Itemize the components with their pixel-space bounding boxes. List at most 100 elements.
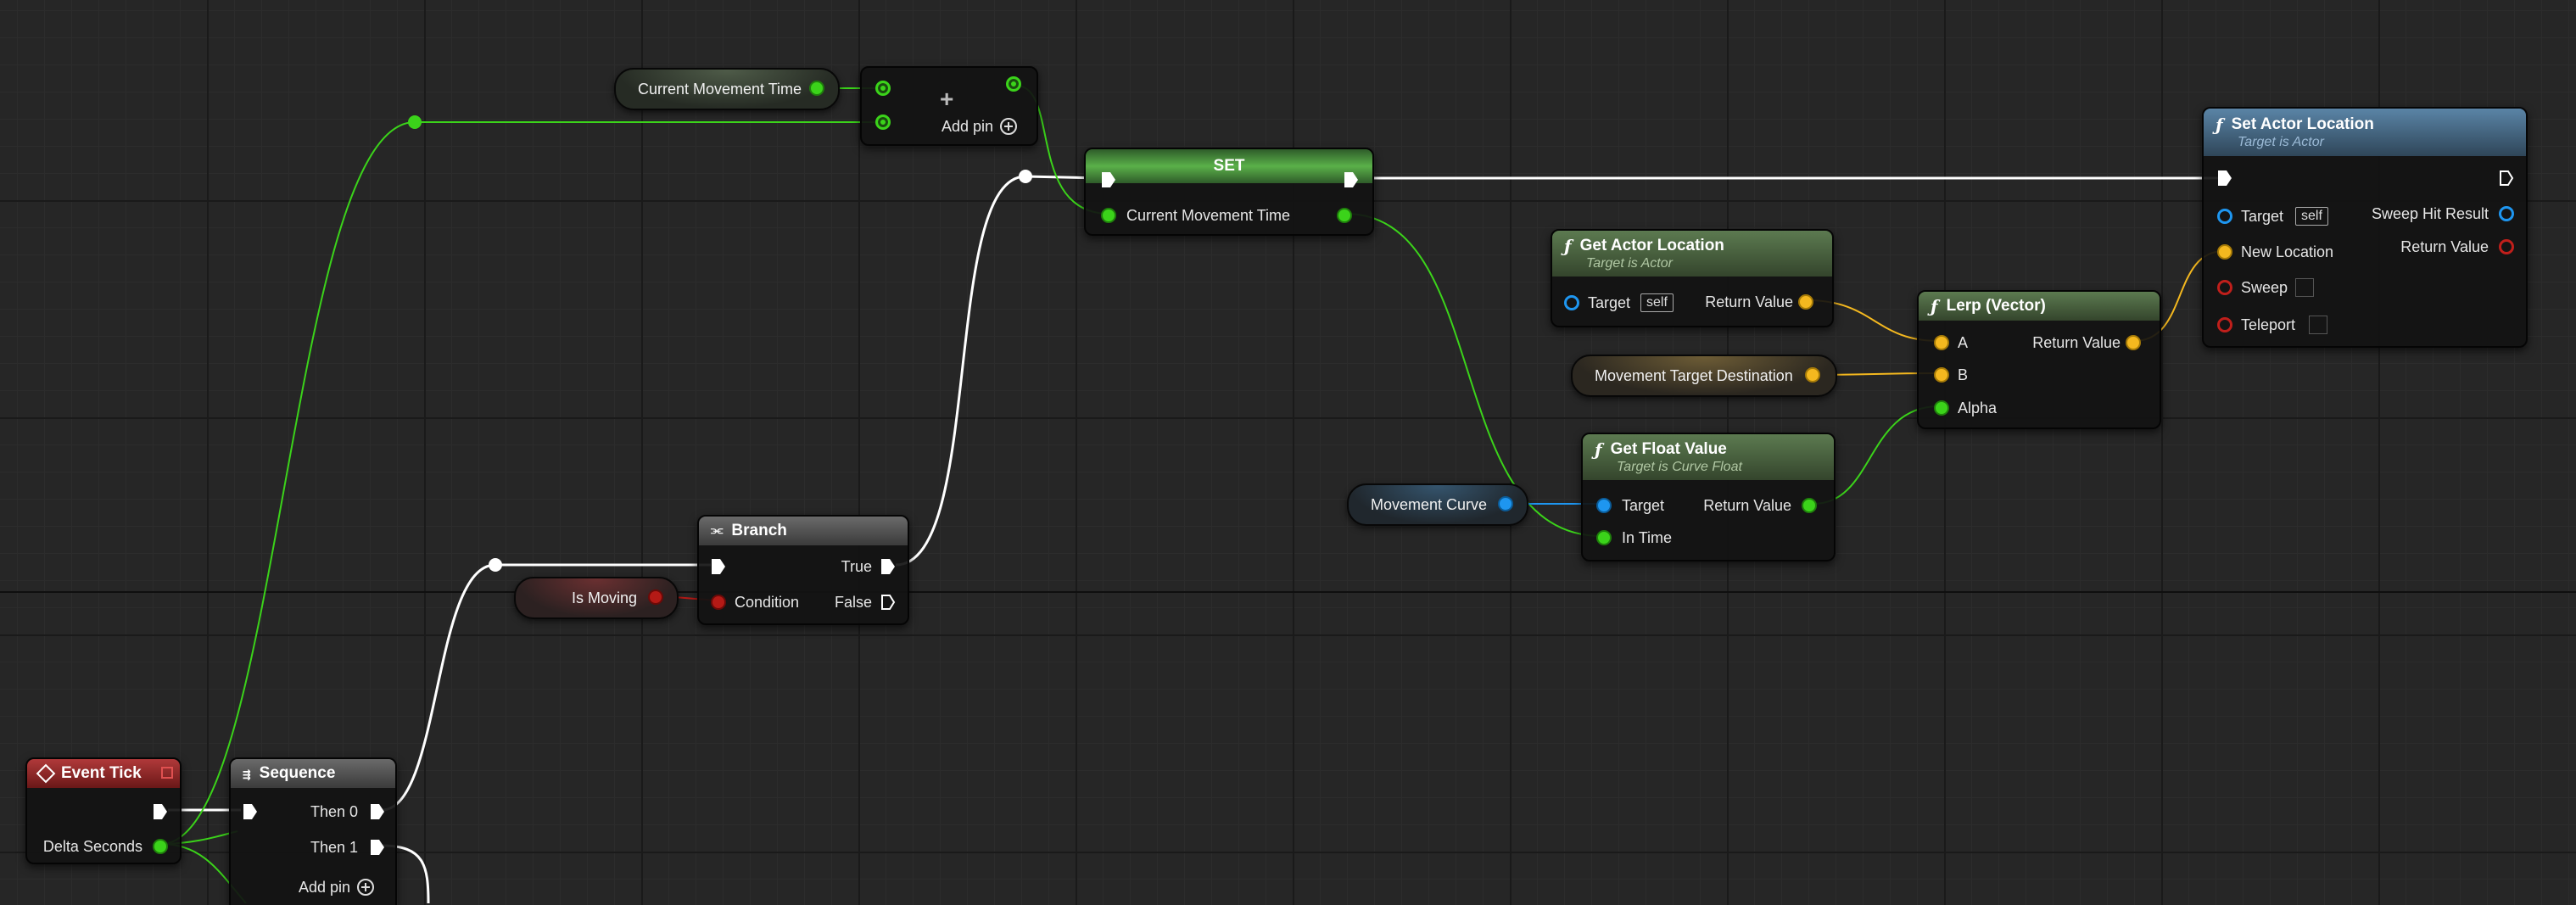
self-default-value[interactable]: self [1640,293,1674,312]
event-delegate-icon[interactable] [161,767,173,779]
set-value-label: Current Movement Time [1126,207,1291,224]
add-operator-icon: + [940,86,954,112]
self-default-value[interactable]: self [2295,207,2328,226]
sweep-hit-result-pin[interactable] [2499,206,2514,221]
sweep-checkbox[interactable] [2295,278,2314,297]
add-output-pin[interactable] [1006,76,1021,92]
set-exec-in-pin[interactable] [1101,171,1116,188]
set-actor-location-target-pin[interactable] [2217,209,2232,224]
sequence-icon: ⇶ [243,765,251,782]
set-variable-node[interactable]: SET Current Movement Time [1084,148,1374,236]
lerp-a-pin[interactable] [1934,335,1949,350]
target-label: Target [1588,294,1631,311]
add-node-add-pin-label: Add pin [942,118,994,135]
function-icon: ƒ [1564,236,1572,256]
lerp-alpha-label: Alpha [1958,399,1998,416]
teleport-checkbox[interactable] [2309,316,2327,334]
is-moving-variable-node[interactable]: Is Moving [514,577,679,619]
lerp-return-pin[interactable] [2126,335,2141,350]
new-location-pin[interactable] [2217,244,2232,260]
then1-pin[interactable] [370,839,385,856]
sweep-label: Sweep [2241,279,2288,296]
get-float-value-subtitle: Target is Curve Float [1617,460,1742,474]
return-value-label: Return Value [1703,497,1791,514]
in-time-label: In Time [1622,529,1673,546]
is-moving-label: Is Moving [572,589,638,606]
exec-out-pin[interactable] [153,803,168,820]
then0-pin[interactable] [370,803,385,820]
return-value-label: Return Value [2400,238,2489,255]
movement-target-destination-out-pin[interactable] [1805,367,1820,383]
wire-then0-to-reroute [381,563,496,812]
current-movement-time-out-pin[interactable] [809,81,824,96]
branch-exec-in-pin[interactable] [711,558,726,575]
set-actor-location-node[interactable]: ƒ Set Actor Location Target is Actor Tar… [2202,107,2528,348]
reroute-node-exec-2[interactable] [1019,170,1032,183]
set-header: SET [1086,149,1372,183]
lerp-b-label: B [1958,366,1969,383]
set-actor-location-exec-out-pin[interactable] [2499,170,2514,187]
teleport-label: Teleport [2241,316,2296,333]
then1-label: Then 1 [310,839,358,856]
reroute-node-exec-1[interactable] [489,558,502,572]
event-tick-node[interactable]: Event Tick Delta Seconds [25,757,182,864]
movement-curve-out-pin[interactable] [1498,496,1513,511]
lerp-b-pin[interactable] [1934,367,1949,383]
condition-pin[interactable] [711,595,726,610]
reroute-node-float[interactable] [408,115,422,129]
sweep-hit-result-label: Sweep Hit Result [2371,205,2489,222]
lerp-alpha-pin[interactable] [1934,400,1949,416]
get-float-value-header: ƒ Get Float Value Target is Curve Float [1583,434,1834,480]
add-pin-icon [357,879,375,896]
graph-origin-line [0,591,2576,593]
add-node-add-pin-button[interactable]: Add pin [942,117,1018,136]
get-float-value-title: Get Float Value [1610,440,1727,458]
in-time-pin[interactable] [1596,530,1612,545]
sequence-add-pin-label: Add pin [299,879,351,896]
lerp-vector-node[interactable]: ƒ Lerp (Vector) A Return Value B Alpha [1917,290,2161,429]
get-actor-location-subtitle: Target is Actor [1586,256,1673,271]
get-float-value-return-pin[interactable] [1802,498,1817,513]
branch-icon: ⫘ [711,523,724,538]
lerp-vector-title: Lerp (Vector) [1946,297,2046,315]
sequence-node[interactable]: ⇶ Sequence Then 0 Then 1 Add pin [229,757,397,905]
set-actor-location-subtitle: Target is Actor [2238,135,2324,149]
return-value-label: Return Value [2032,334,2121,351]
return-value-label: Return Value [1705,293,1793,310]
current-movement-time-getter[interactable]: Current Movement Time [614,68,840,110]
set-value-in-pin[interactable] [1101,208,1116,223]
true-pin[interactable] [880,558,896,575]
is-moving-out-pin[interactable] [648,589,663,605]
set-actor-location-exec-in-pin[interactable] [2217,170,2232,187]
sweep-pin[interactable] [2217,280,2232,295]
set-exec-out-pin[interactable] [1344,171,1359,188]
get-actor-location-node[interactable]: ƒ Get Actor Location Target is Actor Tar… [1551,229,1834,327]
delta-seconds-pin[interactable] [153,839,168,854]
movement-target-destination-getter[interactable]: Movement Target Destination [1571,355,1837,397]
set-title: SET [1213,157,1245,175]
set-value-out-pin[interactable] [1337,208,1352,223]
sequence-header: ⇶ Sequence [231,759,395,788]
add-input-a-pin[interactable] [875,81,891,96]
sequence-add-pin-button[interactable]: Add pin [299,878,375,897]
add-input-b-pin[interactable] [875,115,891,130]
get-actor-location-target-pin[interactable] [1564,295,1579,310]
function-icon: ƒ [1931,296,1938,316]
set-actor-location-return-pin[interactable] [2499,239,2514,254]
sequence-exec-in-pin[interactable] [243,803,258,820]
branch-header: ⫘ Branch [699,517,908,545]
get-float-value-node[interactable]: ƒ Get Float Value Target is Curve Float … [1581,433,1836,561]
get-actor-location-title: Get Actor Location [1579,237,1724,254]
get-actor-location-return-pin[interactable] [1798,294,1813,310]
lerp-vector-header: ƒ Lerp (Vector) [1919,292,2160,321]
function-icon: ƒ [1595,439,1602,460]
sequence-title: Sequence [259,764,336,782]
function-icon: ƒ [2216,115,2223,135]
get-float-value-target-pin[interactable] [1596,498,1612,513]
teleport-pin[interactable] [2217,317,2232,332]
movement-curve-getter[interactable]: Movement Curve [1347,483,1528,526]
add-float-node[interactable]: + Add pin [860,66,1038,146]
lerp-a-label: A [1958,334,1969,351]
branch-node[interactable]: ⫘ Branch True Condition False [697,515,909,625]
false-pin[interactable] [880,594,896,611]
